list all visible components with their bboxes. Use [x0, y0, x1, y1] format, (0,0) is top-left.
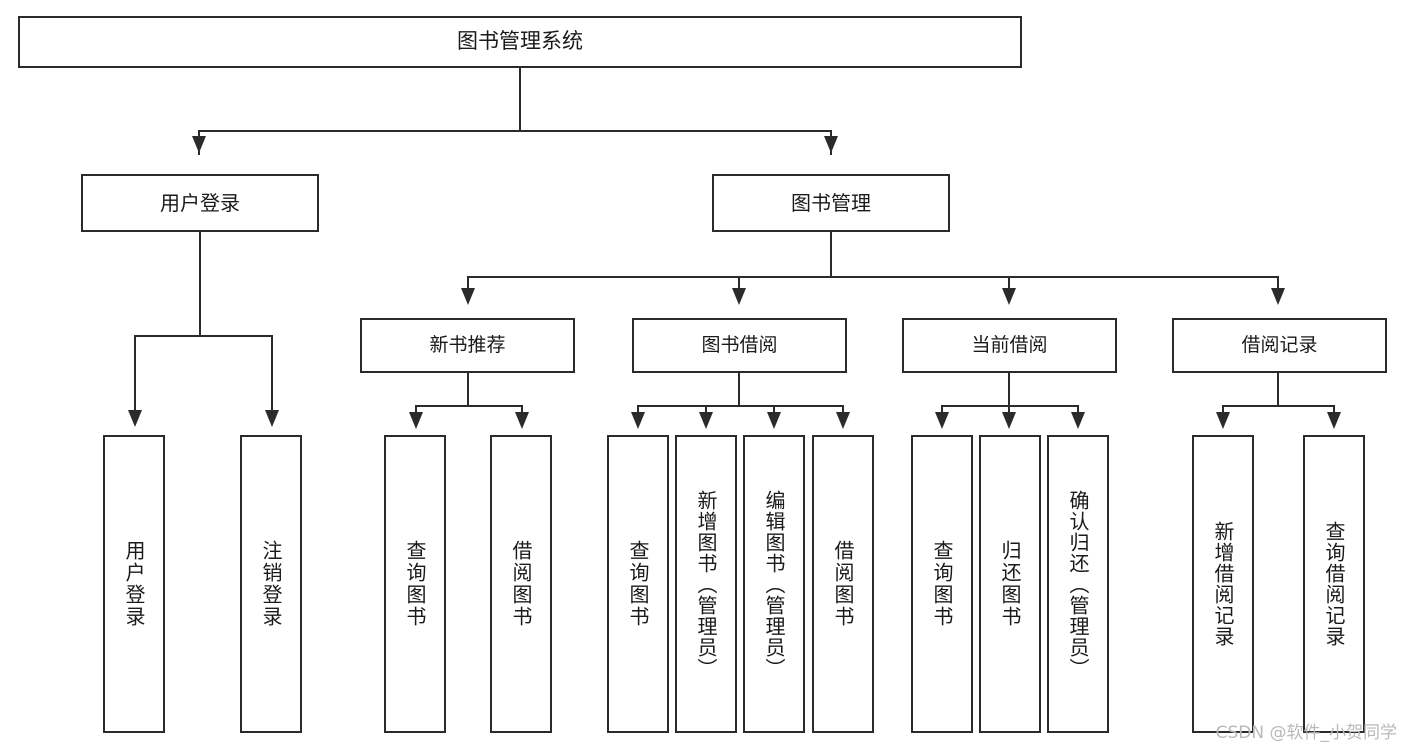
connector-bb-drop-2 — [705, 405, 707, 417]
connector-bb-drop-4 — [842, 405, 844, 417]
connector-user-login-drop-2 — [271, 335, 273, 415]
arrowhead-leaf-cb-return-book — [1002, 412, 1016, 429]
leaf-bb-add-book[interactable]: 新增图书（管理员） — [675, 435, 737, 733]
node-current-borrow[interactable]: 当前借阅 — [902, 318, 1117, 373]
connector-book-management-bus — [467, 276, 1278, 278]
arrowhead-leaf-br-query-record — [1327, 412, 1341, 429]
connector-borrow-record-stem — [1277, 373, 1279, 406]
arrowhead-to-user-login — [192, 136, 206, 153]
node-label: 查询图书 — [930, 540, 954, 628]
leaf-logout[interactable]: 注销登录 — [240, 435, 302, 733]
node-book-management[interactable]: 图书管理 — [712, 174, 950, 232]
connector-new-book-recommend-bus — [415, 405, 523, 407]
leaf-br-query-record[interactable]: 查询借阅记录 — [1303, 435, 1365, 733]
node-label: 用户登录 — [160, 190, 240, 215]
node-new-book-recommend[interactable]: 新书推荐 — [360, 318, 575, 373]
connector-cb-drop-3 — [1077, 405, 1079, 417]
connector-bb-drop-1 — [637, 405, 639, 417]
arrowhead-leaf-nbr-query-book — [409, 412, 423, 429]
node-label: 用户登录 — [122, 540, 146, 628]
arrowhead-leaf-br-add-record — [1216, 412, 1230, 429]
node-label: 借阅图书 — [509, 540, 533, 628]
node-root-book-management-system[interactable]: 图书管理系统 — [18, 16, 1022, 68]
node-label: 借阅图书 — [831, 540, 855, 628]
arrowhead-leaf-bb-query-book — [631, 412, 645, 429]
arrowhead-leaf-bb-add-book — [699, 412, 713, 429]
connector-bm-drop-1 — [467, 276, 469, 298]
node-label: 图书管理系统 — [457, 29, 583, 54]
node-label: 新书推荐 — [429, 333, 506, 356]
node-label: 借阅记录 — [1241, 333, 1318, 356]
node-label: 图书借阅 — [701, 333, 778, 356]
node-label: 注销登录 — [259, 540, 283, 628]
connector-book-management-stem — [830, 232, 832, 277]
node-label: 查询借阅记录 — [1322, 521, 1346, 647]
connector-current-borrow-stem — [1008, 373, 1010, 406]
node-label: 查询图书 — [626, 540, 650, 628]
connector-bm-drop-4 — [1277, 276, 1279, 298]
node-label: 新增图书（管理员） — [694, 489, 718, 679]
connector-root-stem — [519, 68, 521, 131]
node-borrow-record[interactable]: 借阅记录 — [1172, 318, 1387, 373]
node-label: 新增借阅记录 — [1211, 521, 1235, 647]
node-label: 当前借阅 — [971, 333, 1048, 356]
leaf-nbr-query-book[interactable]: 查询图书 — [384, 435, 446, 733]
node-label: 编辑图书（管理员） — [762, 489, 786, 679]
connector-bm-drop-2 — [738, 276, 740, 298]
connector-nbr-drop-2 — [521, 405, 523, 417]
node-label: 确认归还（管理员） — [1066, 489, 1090, 679]
connector-cb-drop-2 — [1008, 405, 1010, 417]
connector-bb-drop-3 — [773, 405, 775, 417]
arrowhead-to-new-book-recommend — [461, 288, 475, 305]
node-label: 图书管理 — [791, 190, 871, 215]
leaf-bb-edit-book[interactable]: 编辑图书（管理员） — [743, 435, 805, 733]
leaf-cb-return-book[interactable]: 归还图书 — [979, 435, 1041, 733]
connector-user-login-stem — [199, 232, 201, 336]
connector-br-drop-1 — [1222, 405, 1224, 417]
connector-user-login-bus — [134, 335, 273, 337]
leaf-cb-confirm-return[interactable]: 确认归还（管理员） — [1047, 435, 1109, 733]
connector-new-book-recommend-stem — [467, 373, 469, 406]
connector-user-login-drop-1 — [134, 335, 136, 415]
connector-br-drop-2 — [1333, 405, 1335, 417]
leaf-bb-borrow-book[interactable]: 借阅图书 — [812, 435, 874, 733]
arrowhead-leaf-bb-borrow-book — [836, 412, 850, 429]
connector-bm-drop-3 — [1008, 276, 1010, 298]
connector-root-bus — [198, 130, 832, 132]
connector-current-borrow-bus — [941, 405, 1079, 407]
node-user-login[interactable]: 用户登录 — [81, 174, 319, 232]
leaf-bb-query-book[interactable]: 查询图书 — [607, 435, 669, 733]
arrowhead-leaf-cb-confirm-return — [1071, 412, 1085, 429]
connector-nbr-drop-1 — [415, 405, 417, 417]
arrowhead-to-book-borrow — [732, 288, 746, 305]
arrowhead-to-borrow-record — [1271, 288, 1285, 305]
leaf-user-login[interactable]: 用户登录 — [103, 435, 165, 733]
arrowhead-leaf-bb-edit-book — [767, 412, 781, 429]
connector-borrow-record-bus — [1222, 405, 1335, 407]
node-label: 归还图书 — [998, 540, 1022, 628]
arrowhead-leaf-cb-query-book — [935, 412, 949, 429]
node-book-borrow[interactable]: 图书借阅 — [632, 318, 847, 373]
arrowhead-leaf-logout — [265, 410, 279, 427]
leaf-nbr-borrow-book[interactable]: 借阅图书 — [490, 435, 552, 733]
leaf-br-add-record[interactable]: 新增借阅记录 — [1192, 435, 1254, 733]
arrowhead-to-current-borrow — [1002, 288, 1016, 305]
connector-book-borrow-stem — [738, 373, 740, 406]
node-label: 查询图书 — [403, 540, 427, 628]
connector-cb-drop-1 — [941, 405, 943, 417]
leaf-cb-query-book[interactable]: 查询图书 — [911, 435, 973, 733]
connector-book-borrow-bus — [637, 405, 844, 407]
arrowhead-leaf-nbr-borrow-book — [515, 412, 529, 429]
arrowhead-leaf-user-login — [128, 410, 142, 427]
arrowhead-to-book-management — [824, 136, 838, 153]
